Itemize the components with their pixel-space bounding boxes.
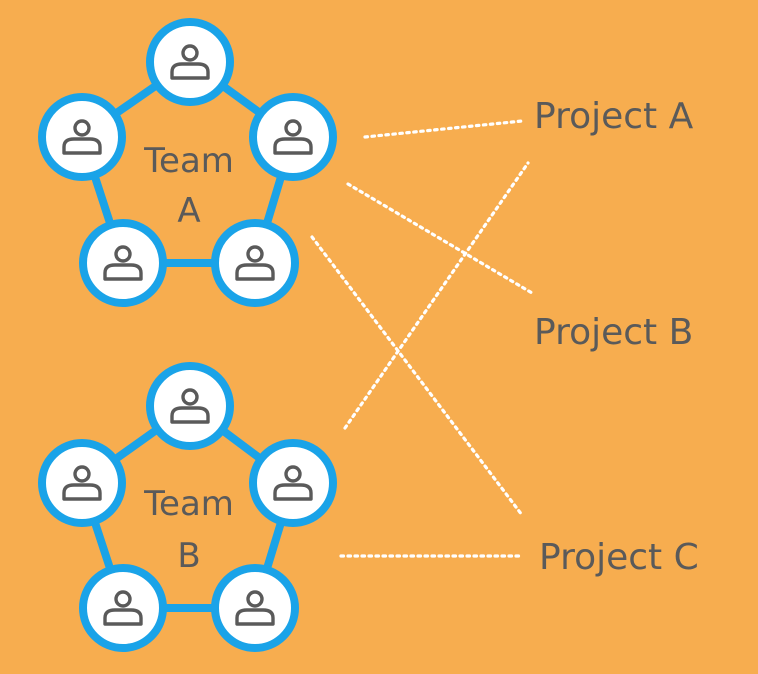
- person-icon: [62, 119, 102, 155]
- team-b-member-5: [38, 439, 126, 527]
- link-team-a-project-b: [346, 182, 534, 295]
- member-node: [38, 439, 126, 527]
- person-icon: [235, 590, 275, 626]
- link-team-b-project-a: [343, 161, 530, 430]
- member-node: [79, 564, 167, 652]
- connector-lines: [310, 119, 534, 558]
- person-icon: [103, 245, 143, 281]
- member-node: [38, 93, 126, 181]
- member-node: [146, 362, 234, 450]
- person-icon: [235, 245, 275, 281]
- member-node: [211, 219, 299, 307]
- person-icon: [273, 465, 313, 501]
- team-a-label-line1: Team: [143, 141, 234, 181]
- person-icon: [170, 44, 210, 80]
- person-icon: [273, 119, 313, 155]
- project-c-label: Project C: [539, 537, 699, 578]
- team-a-label-line2: A: [177, 191, 200, 231]
- team-b-member-3: [211, 564, 299, 652]
- team-b-label-line2: B: [177, 536, 200, 576]
- member-node: [211, 564, 299, 652]
- team-a-member-3: [211, 219, 299, 307]
- person-icon: [170, 388, 210, 424]
- team-a-member-5: [38, 93, 126, 181]
- project-a-label: Project A: [534, 96, 694, 137]
- member-node: [249, 93, 337, 181]
- team-a-member-1: [146, 18, 234, 106]
- person-icon: [62, 465, 102, 501]
- team-b-member-2: [249, 439, 337, 527]
- team-a-member-4: [79, 219, 167, 307]
- link-team-a-project-a: [363, 119, 524, 139]
- team-a-cluster: Team A: [38, 18, 337, 307]
- member-node: [79, 219, 167, 307]
- link-team-a-project-c: [310, 235, 524, 517]
- team-b-cluster: Team B: [38, 362, 337, 652]
- member-node: [146, 18, 234, 106]
- team-b-member-1: [146, 362, 234, 450]
- member-node: [249, 439, 337, 527]
- team-b-member-4: [79, 564, 167, 652]
- team-a-member-2: [249, 93, 337, 181]
- team-b-label-line1: Team: [143, 484, 234, 524]
- project-b-label: Project B: [534, 312, 693, 353]
- person-icon: [103, 590, 143, 626]
